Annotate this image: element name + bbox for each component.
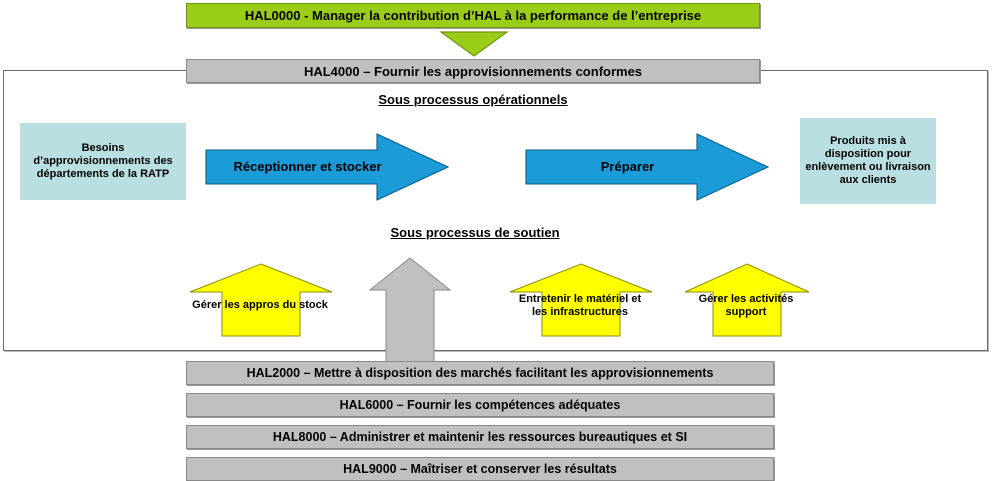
main-process-bar[interactable]: HAL4000 – Fournir les approvisionnements… bbox=[186, 59, 760, 83]
support-subprocess-heading: Sous processus de soutien bbox=[390, 225, 560, 240]
operational-step-arrow-2[interactable] bbox=[525, 133, 770, 201]
support-arrow-4[interactable] bbox=[683, 262, 811, 338]
process-scope-frame bbox=[3, 70, 988, 351]
support-process-bar-2[interactable]: HAL6000 – Fournir les compétences adéqua… bbox=[186, 393, 774, 417]
operational-step-arrow-1[interactable] bbox=[205, 133, 450, 201]
operational-subprocess-heading: Sous processus opérationnels bbox=[378, 92, 568, 107]
support-process-bar-3[interactable]: HAL8000 – Administrer et maintenir les r… bbox=[186, 425, 774, 449]
input-box: Besoins d’approvisionnements des départe… bbox=[20, 123, 186, 200]
support-arrow-1[interactable] bbox=[188, 262, 334, 338]
output-box: Produits mis à disposition pour enlèveme… bbox=[800, 118, 936, 204]
support-process-bar-4[interactable]: HAL9000 – Maîtriser et conserver les rés… bbox=[186, 457, 774, 481]
support-arrow-2[interactable] bbox=[368, 256, 452, 364]
support-arrow-3[interactable] bbox=[508, 262, 654, 338]
down-arrow-icon bbox=[438, 30, 510, 58]
support-process-bar-1[interactable]: HAL2000 – Mettre à disposition des march… bbox=[186, 361, 774, 385]
governance-process-bar[interactable]: HAL0000 - Manager la contribution d’HAL … bbox=[186, 3, 760, 28]
